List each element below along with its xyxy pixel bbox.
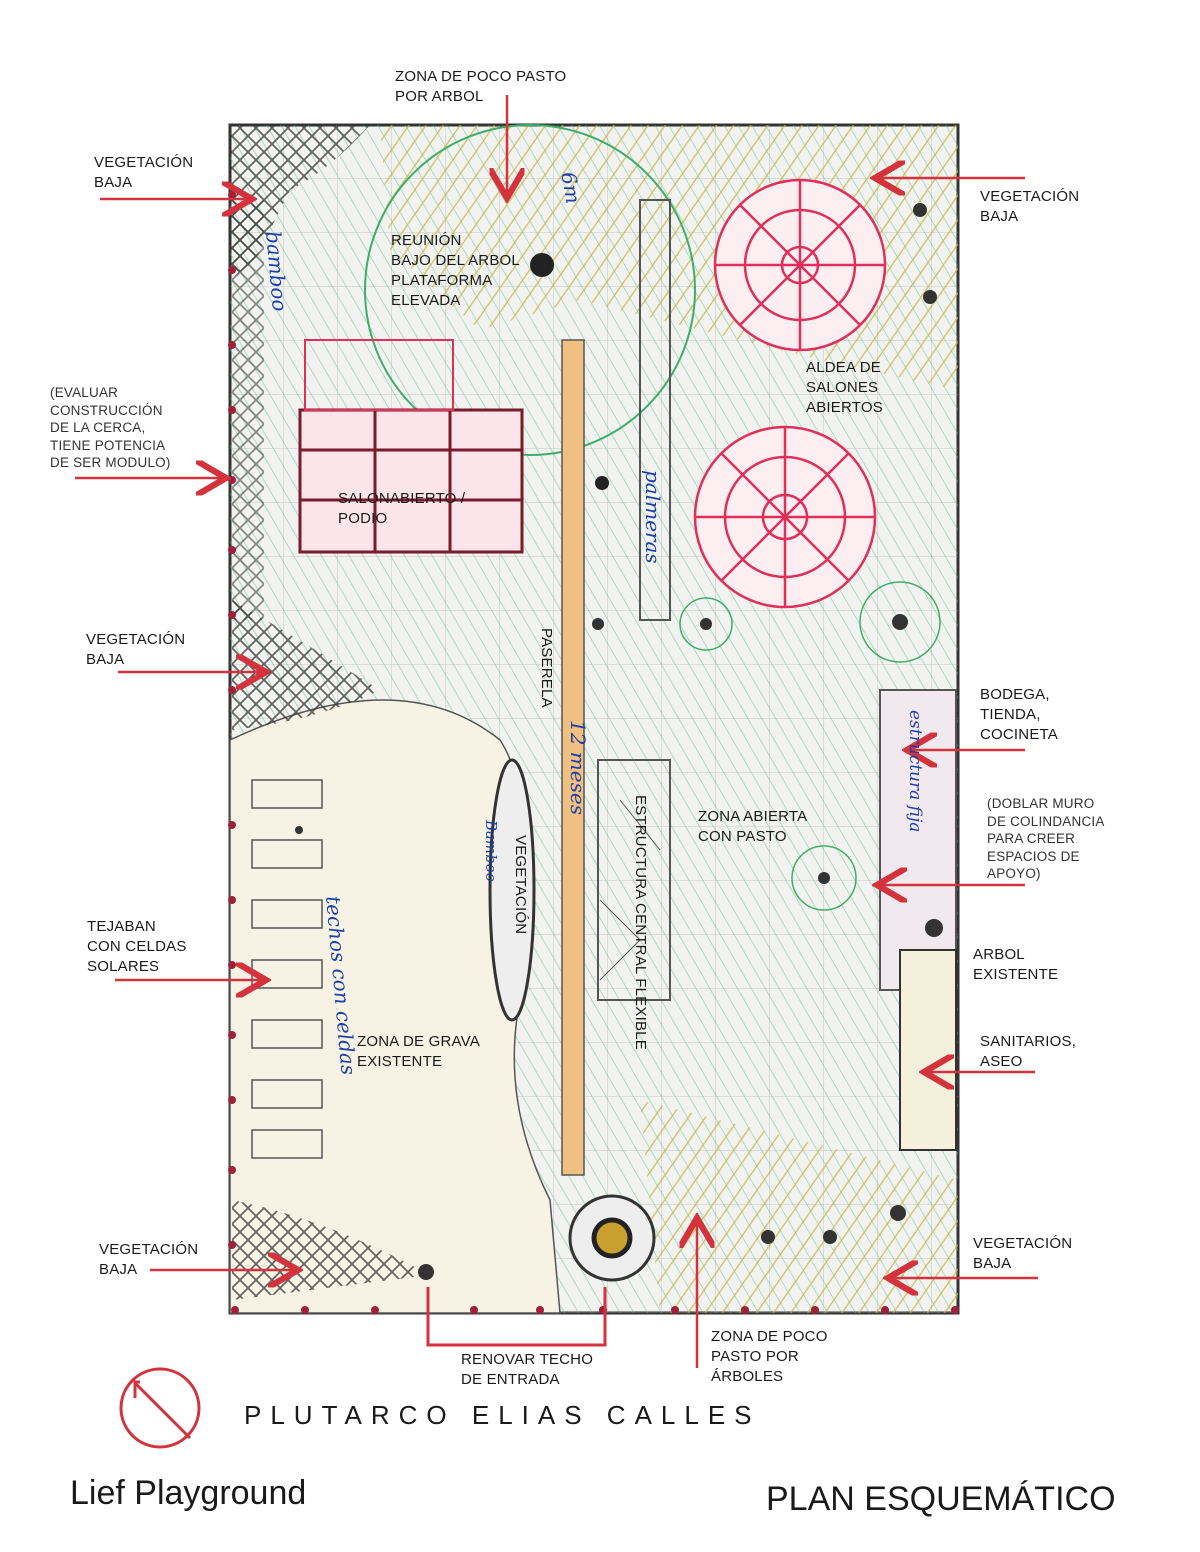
label-open-halls-village: ALDEA DE SALONES ABIERTOS — [806, 359, 883, 416]
label-renew-entrance-roof: RENOVAR TECHO DE ENTRADA — [461, 1351, 594, 1388]
walkway — [561, 339, 585, 1176]
handwritten-fixed-structure: estructura fija — [905, 710, 925, 833]
handwritten-palms: palmeras — [641, 470, 665, 564]
label-gravel-zone: ZONA DE GRAVA EXISTENTE — [357, 1033, 480, 1070]
label-open-grass-zone: ZONA ABIERTA CON PASTO — [698, 808, 808, 845]
pavilion-lower — [693, 425, 877, 609]
label-low-vegetation-topleft: VEGETACIÓN BAJA — [94, 154, 194, 191]
label-low-vegetation-topright: VEGETACIÓN BAJA — [980, 188, 1080, 225]
label-low-grass-tree: ZONA DE POCO PASTO POR ARBOL — [395, 68, 567, 105]
handwritten-bamboo-lens: Bamboo — [482, 820, 500, 882]
plan-title: PLAN ESQUEMÁTICO — [766, 1480, 1116, 1518]
north-arrow-icon — [119, 1367, 201, 1449]
tree-canopy — [364, 124, 696, 456]
tree-existing — [530, 253, 554, 277]
label-double-wall: (DOBLAR MURO DE COLINDANCIA PARA CREER E… — [987, 796, 1105, 881]
label-storage-shop-kitchen: BODEGA, TIENDA, COCINETA — [980, 686, 1058, 743]
podium-grid — [298, 339, 524, 554]
low-grass-zone-bottom — [640, 1100, 958, 1313]
label-solar-roof: TEJABAN CON CELDAS SOLARES — [87, 918, 187, 975]
pavilion-upper — [713, 178, 887, 352]
label-low-vegetation-midleft: VEGETACIÓN BAJA — [86, 631, 186, 668]
low-vegetation-topleft — [230, 125, 370, 280]
annotation-arrows — [75, 95, 1038, 1368]
label-open-hall-podium: SALONABIERTO / PODIO — [338, 490, 466, 527]
label-restrooms: SANITARIOS, ASEO — [980, 1033, 1077, 1070]
palm-tree — [595, 476, 609, 490]
entrance-roof-bracket — [426, 1287, 607, 1347]
label-vegetation-vertical: VEGETACIÓN — [512, 835, 529, 935]
label-central-structure: ESTRUCTURA CENTRAL FLEXIBLE — [632, 795, 649, 1050]
label-walkway: PASERELA — [538, 628, 555, 708]
bamboo-vegetation — [488, 758, 536, 1022]
label-existing-tree: ARBOL EXISTENTE — [973, 946, 1059, 983]
restroom-building — [899, 949, 957, 1151]
central-structure — [597, 759, 671, 1001]
handwritten-12-months: 12 meses — [566, 720, 590, 815]
palm-strip — [639, 199, 671, 621]
label-low-grass-trees: ZONA DE POCO PASTO POR ÁRBOLES — [711, 1328, 828, 1385]
label-meeting-platform: REUNIÓN BAJO DEL ARBOL PLATAFORMA ELEVAD… — [391, 232, 520, 309]
project-name: Lief Playground — [70, 1474, 307, 1512]
label-low-vegetation-bottomright: VEGETACIÓN BAJA — [973, 1235, 1073, 1272]
fence-posts — [228, 191, 959, 1314]
solar-roof — [251, 779, 323, 1159]
fence-vegetation — [232, 200, 264, 620]
label-low-vegetation-bottomleft: VEGETACIÓN BAJA — [99, 1241, 199, 1278]
street-name: PLUTARCO ELIAS CALLES — [244, 1400, 761, 1430]
trees — [295, 203, 943, 1280]
low-vegetation-midleft — [232, 600, 380, 730]
label-evaluate-fence: (EVALUAR CONSTRUCCIÓN DE LA CERCA, TIENE… — [50, 385, 171, 470]
tree-canopies — [679, 581, 941, 911]
